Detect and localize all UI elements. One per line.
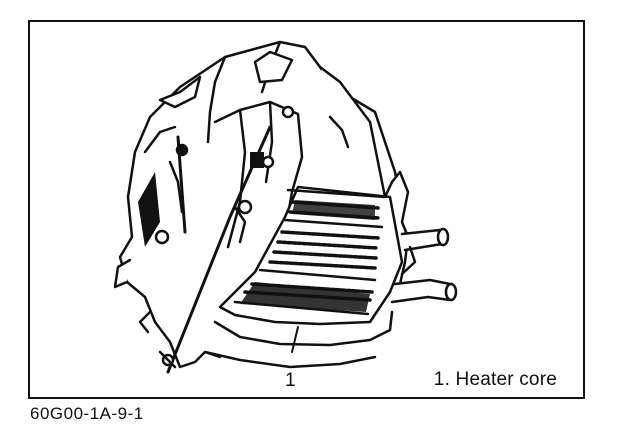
heater-core-pipes xyxy=(390,227,458,304)
linkage-rod xyxy=(166,125,272,374)
heater-assembly-illustration xyxy=(113,40,458,374)
core-frame-front xyxy=(213,310,394,347)
housing-shading xyxy=(138,172,160,247)
legend-heater-core: 1. Heater core xyxy=(433,369,557,390)
diagram-frame: 1 1. Heater core xyxy=(28,20,585,399)
figure-code: 60G00-1A-9-1 xyxy=(30,404,144,423)
heater-housing-left xyxy=(118,85,222,369)
callout-leader-1 xyxy=(291,326,299,353)
callout-number-1: 1 xyxy=(285,370,296,391)
heater-core xyxy=(218,185,404,326)
